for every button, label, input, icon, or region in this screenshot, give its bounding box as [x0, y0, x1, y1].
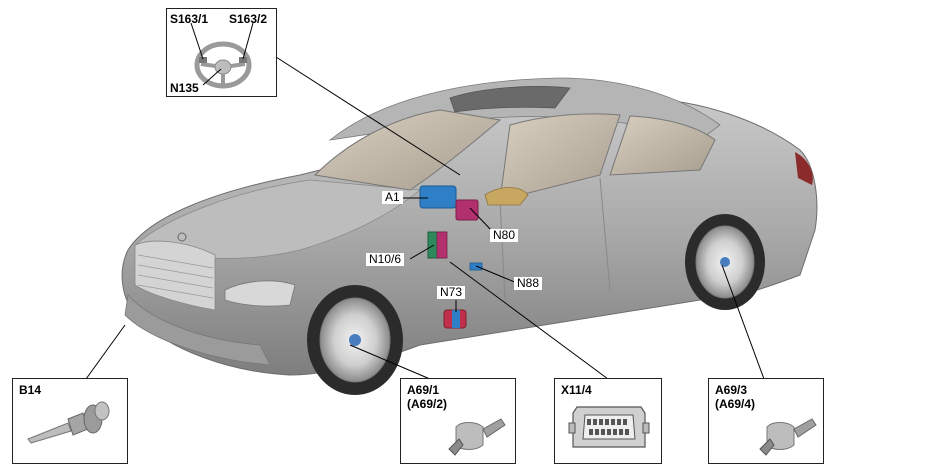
label-a1: A1 — [382, 191, 403, 204]
label-a69-3: A69/3 — [715, 383, 748, 397]
label-s163-1: S163/1 — [170, 12, 209, 26]
label-n73: N73 — [437, 286, 466, 299]
tire-pressure-sensor-icon — [759, 418, 817, 456]
label-n10-6: N10/6 — [366, 253, 405, 266]
component-a1 — [419, 185, 457, 209]
temperature-sensor-icon — [27, 401, 110, 444]
label-a69-1: A69/1 — [407, 383, 440, 397]
car-body — [121, 77, 818, 376]
label-n88: N88 — [514, 277, 543, 290]
steering-wheel-icon — [190, 22, 254, 89]
tire-pressure-sensor-icon — [448, 418, 506, 456]
label-a69-4: (A69/4) — [715, 397, 756, 411]
label-x11-4: X11/4 — [561, 383, 592, 397]
component-n73 — [443, 309, 467, 329]
x11-4-box: X11/4 — [554, 378, 662, 464]
label-b14: B14 — [19, 383, 42, 397]
leader-lines — [85, 56, 765, 380]
label-n80: N80 — [490, 229, 519, 242]
b14-box: B14 — [12, 378, 128, 464]
a69-front-box: A69/1 (A69/2) — [400, 378, 516, 464]
a69-rear-box: A69/3 (A69/4) — [708, 378, 824, 464]
diagnostic-connector-icon — [568, 406, 650, 448]
component-n80 — [455, 199, 479, 221]
steering-wheel-box: S163/1 S163/2 N135 — [166, 8, 277, 97]
component-n10-6 — [427, 231, 448, 259]
rear-wheel — [685, 214, 765, 310]
label-a69-2: (A69/2) — [407, 397, 448, 411]
label-n135: N135 — [170, 81, 199, 95]
label-s163-2: S163/2 — [229, 12, 268, 26]
front-wheel — [307, 285, 403, 395]
